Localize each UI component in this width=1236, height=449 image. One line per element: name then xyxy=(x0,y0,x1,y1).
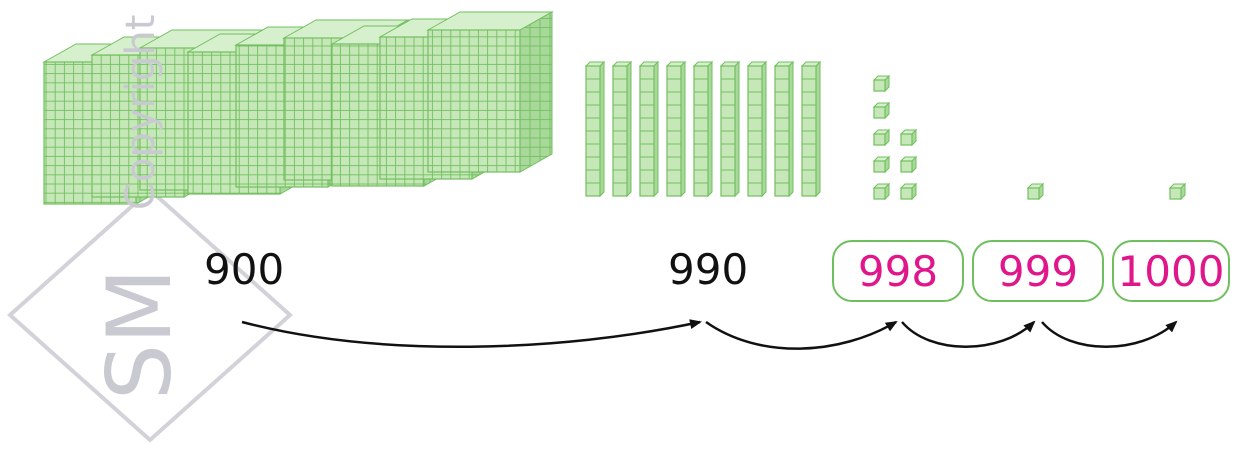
hundreds-flats-group xyxy=(42,11,554,205)
step-box-998: 998 xyxy=(832,240,964,302)
sm-logo-text: SM xyxy=(88,268,191,400)
ones-cube xyxy=(872,101,891,120)
tens-rod xyxy=(773,60,795,198)
label-990: 990 xyxy=(668,245,749,294)
ones-cube xyxy=(872,128,891,147)
tens-rod xyxy=(746,60,768,198)
tens-rod xyxy=(584,60,606,198)
ones-cube xyxy=(872,155,891,174)
tens-rod xyxy=(611,60,633,198)
ones-cube xyxy=(899,182,918,201)
tens-rod xyxy=(800,60,822,198)
jump-arrow-999-to-1000 xyxy=(1041,320,1178,348)
tens-rod xyxy=(638,60,660,198)
step-box-999: 999 xyxy=(972,240,1104,302)
jump-arrow-998-to-999 xyxy=(901,320,1036,348)
tens-rods-group xyxy=(584,60,822,198)
sm-watermark-logo xyxy=(6,187,294,443)
label-900: 900 xyxy=(204,245,285,294)
ones-cube xyxy=(872,182,891,201)
hundreds-flat xyxy=(426,11,554,173)
step-box-1000: 1000 xyxy=(1112,240,1230,302)
jump-arrow-990-to-998 xyxy=(705,320,898,350)
ones-cube xyxy=(899,128,918,147)
tens-rod xyxy=(665,60,687,198)
copyright-watermark: Copyright xyxy=(118,14,164,210)
tens-rod xyxy=(692,60,714,198)
ones-cube xyxy=(872,74,891,93)
ones-cube xyxy=(1168,182,1187,201)
tens-rod xyxy=(719,60,741,198)
ones-cube xyxy=(899,155,918,174)
jump-arrow-900-to-990 xyxy=(241,319,702,348)
ones-cube xyxy=(1026,182,1045,201)
ones-cubes-group xyxy=(872,74,1187,201)
